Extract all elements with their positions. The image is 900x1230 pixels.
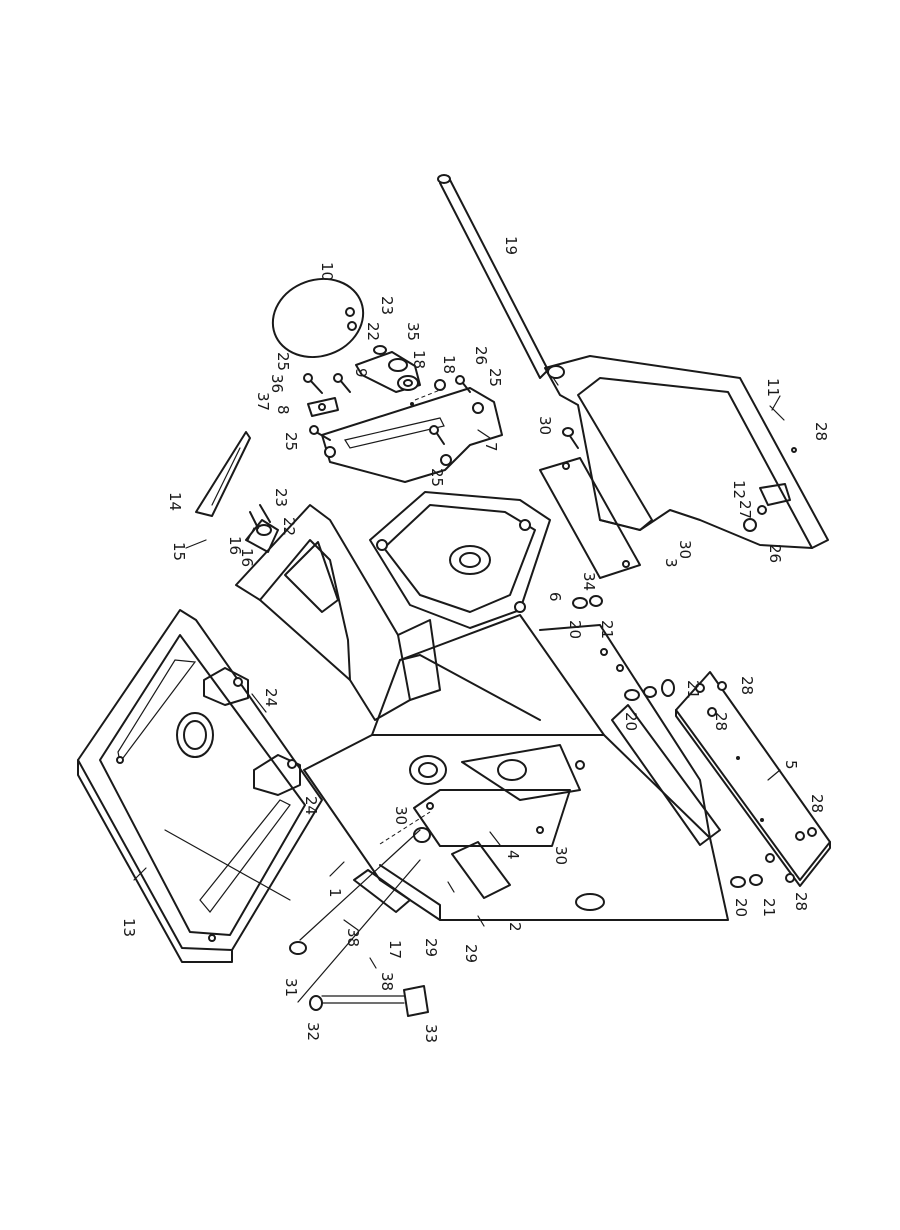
callout-29b: 29 [462, 944, 480, 963]
callout-13: 13 [120, 918, 138, 937]
part-14-blade [195, 431, 251, 517]
callout-38a: 38 [344, 928, 362, 947]
callout-14: 14 [166, 492, 184, 511]
callout-7: 7 [482, 442, 500, 452]
callout-3: 3 [662, 558, 680, 568]
part-4-plate [413, 789, 571, 847]
callout-32: 32 [304, 1022, 322, 1041]
callout-22b: 22 [280, 517, 298, 536]
part-7-plate [321, 387, 503, 483]
part-16-bracket [245, 504, 279, 553]
callout-31: 31 [282, 978, 300, 997]
callout-12: 12 [730, 480, 748, 499]
callout-30d: 30 [552, 846, 570, 865]
part-6-housing [235, 504, 441, 721]
callout-24b: 24 [302, 796, 320, 815]
callout-33: 33 [422, 1024, 440, 1043]
callout-36: 36 [268, 374, 286, 393]
callout-labels: 1 2 3 4 5 6 7 8 9 10 11 12 13 14 15 16 1… [120, 236, 830, 1043]
callout-21a: 21 [598, 620, 616, 639]
callout-23a: 23 [378, 296, 396, 315]
part-13-base [77, 609, 323, 963]
callout-37: 37 [254, 392, 272, 411]
callout-24a: 24 [262, 688, 280, 707]
part-19-rod [437, 174, 559, 386]
callout-20c: 20 [732, 898, 750, 917]
callout-9: 9 [352, 368, 370, 378]
callout-10: 10 [318, 262, 336, 281]
callout-28d: 28 [808, 794, 826, 813]
callout-15: 15 [170, 542, 188, 561]
callout-16a: 16 [226, 536, 244, 555]
callout-28e: 28 [792, 892, 810, 911]
callout-8: 8 [274, 405, 292, 415]
callout-6: 6 [546, 592, 564, 602]
part-3-casting [369, 491, 551, 629]
callout-18a: 18 [410, 350, 428, 369]
callout-16b: 16 [238, 548, 256, 567]
callout-35: 35 [404, 322, 422, 341]
callout-2: 2 [506, 922, 524, 932]
callout-25b: 25 [282, 432, 300, 451]
callout-11: 11 [764, 378, 782, 397]
part-2-plate [451, 841, 511, 899]
callout-25c: 25 [486, 368, 504, 387]
part-5-plate [675, 671, 831, 887]
part-1-body [303, 614, 729, 921]
callout-23b: 23 [272, 488, 290, 507]
callout-26a: 26 [472, 346, 490, 365]
leader-lines [133, 395, 785, 881]
callout-29a: 29 [422, 938, 440, 957]
callout-28c: 28 [712, 712, 730, 731]
callout-1: 1 [326, 888, 344, 898]
part-3-plate [539, 427, 641, 579]
callout-21c: 21 [760, 898, 778, 917]
callout-17: 17 [386, 940, 404, 959]
callout-30c: 30 [392, 806, 410, 825]
callout-34: 34 [580, 572, 598, 591]
callout-18b: 18 [440, 355, 458, 374]
callout-30b: 30 [676, 540, 694, 559]
callout-20b: 20 [622, 712, 640, 731]
callout-30a: 30 [536, 416, 554, 435]
callout-19: 19 [502, 236, 520, 255]
callout-38b: 38 [378, 972, 396, 991]
washers-28 [717, 447, 817, 883]
callout-25a: 25 [274, 352, 292, 371]
callout-28a: 28 [812, 422, 830, 441]
feet-20-21 [572, 595, 763, 888]
callout-25d: 25 [428, 468, 446, 487]
callout-4: 4 [504, 850, 522, 860]
callout-20a: 20 [566, 620, 584, 639]
callout-26b: 26 [766, 544, 784, 563]
callout-27: 27 [736, 500, 754, 519]
lower-hardware [289, 827, 485, 1017]
part-10-disc [271, 277, 365, 359]
callout-5: 5 [782, 760, 800, 770]
callout-28b: 28 [738, 676, 756, 695]
part-11-frame [544, 355, 829, 549]
part-9-arm [355, 345, 421, 393]
callout-21b: 21 [684, 680, 702, 699]
screws-upper [303, 373, 471, 445]
callout-22a: 22 [364, 322, 382, 341]
